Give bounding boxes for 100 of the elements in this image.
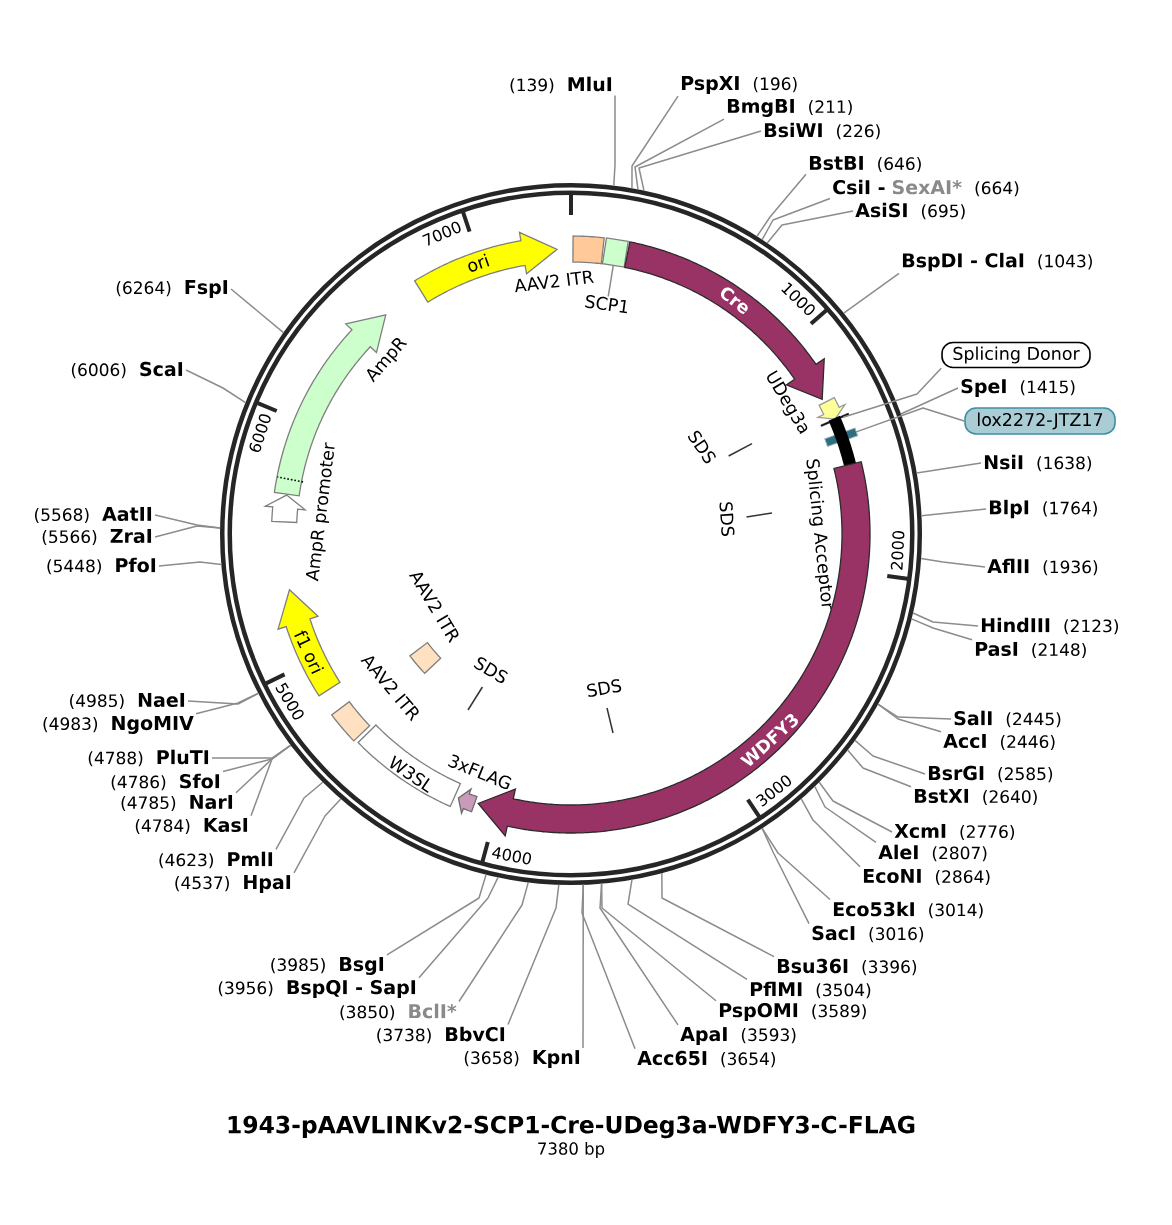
enzyme-label: (5568) AatII (35, 506, 152, 524)
leader-line (843, 272, 900, 314)
enzyme-label: BsiWI (226) (764, 122, 880, 140)
enzyme-label: (6006) ScaI (71, 361, 183, 379)
leader-line (613, 94, 616, 187)
enzyme-label: (5448) PfoI (47, 557, 156, 575)
enzyme-label: (3956) BspQI - SapI (218, 980, 416, 999)
leader-line (607, 264, 614, 298)
enzyme-label: NsiI (1638) (984, 454, 1092, 472)
leader-line (761, 827, 831, 901)
leader-line (761, 197, 831, 241)
leader-line (458, 881, 529, 1003)
label-box: Splicing Donor (941, 341, 1091, 369)
enzyme-label: (3985) BsgI (271, 957, 384, 975)
enzyme-label: (4786) SfoI (111, 773, 220, 791)
site-label: SDS (719, 502, 735, 537)
label-box: lox2272-JTZ17 (964, 407, 1116, 435)
leader-line (761, 827, 810, 925)
caption: 7380 bp (538, 1142, 605, 1158)
leader-line (846, 749, 912, 788)
leader-line (634, 118, 725, 191)
enzyme-label: PasI (2148) (975, 641, 1086, 659)
enzyme-label: CsiI - SexAI* (664) (833, 179, 1019, 197)
enzyme-label: (4784) KasI (135, 817, 248, 835)
enzyme-label: BlpI (1764) (989, 499, 1097, 519)
leader-line (158, 561, 223, 567)
leader-line (627, 878, 748, 981)
position-label: 2000 (890, 531, 905, 570)
enzyme-label: EcoNI (2864) (863, 868, 990, 886)
leader-line (154, 514, 221, 529)
enzyme-label: (139) MluI (510, 76, 612, 94)
leader-line (855, 407, 965, 433)
enzyme-label: (3850) BclI* (340, 1003, 457, 1021)
title: 1943-pAAVLINKv2-SCP1-Cre-UDeg3a-WDFY3-C-FLAG (228, 1115, 915, 1139)
leader-line (842, 367, 942, 418)
leader-line (185, 369, 247, 404)
enzyme-label: AleI (2807) (878, 844, 987, 862)
leader-line (293, 798, 342, 874)
leader-line (854, 739, 926, 775)
leader-line (211, 744, 292, 759)
feature-label: SCP1 (585, 295, 627, 314)
leader-line (800, 798, 861, 868)
enzyme-label: AsiSI (695) (855, 202, 965, 220)
leader-line (900, 387, 959, 415)
enzyme-label: (3658) KpnI (464, 1050, 580, 1068)
enzyme-label: Eco53kI (3014) (833, 901, 983, 919)
enzyme-label: AccI (2446) (943, 733, 1055, 751)
leader-line (877, 703, 942, 733)
enzyme-label: (4623) PmlI (159, 851, 273, 869)
enzyme-label: (4788) PluTI (88, 749, 209, 767)
enzyme-label: BspDI - ClaI (1043) (902, 252, 1092, 272)
enzyme-label: (4785) NarI (121, 794, 233, 812)
leader-line (910, 618, 973, 641)
enzyme-label: (4537) HpaI (175, 875, 291, 893)
leader-line (920, 508, 987, 517)
leader-line (418, 876, 499, 979)
leader-line (275, 781, 324, 851)
enzyme-label: (4985) NaeI (70, 692, 185, 710)
enzyme-label: PflMI (3504) (750, 981, 871, 999)
enzyme-label: XcmI (2776) (894, 823, 1015, 841)
enzyme-label: Acc65I (3654) (637, 1050, 775, 1068)
enzyme-label: AflII (1936) (987, 558, 1098, 576)
leader-line (638, 130, 762, 192)
enzyme-label: ApaI (3593) (680, 1027, 796, 1045)
leader-line (915, 462, 982, 474)
leader-line (582, 884, 584, 1049)
leader-line (599, 882, 679, 1026)
enzyme-label: SpeI (1415) (961, 379, 1075, 398)
enzyme-label: (4983) NgoMIV (43, 716, 194, 734)
position-label: 6000 (249, 414, 271, 452)
leader-line (766, 210, 854, 244)
enzyme-label: BsrGI (2585) (928, 765, 1053, 783)
enzyme-label: Bsu36I (3396) (777, 958, 917, 976)
leader-line (756, 173, 807, 238)
enzyme-label: BstXI (2640) (914, 788, 1037, 806)
enzyme-label: (3738) BbvCI (377, 1026, 505, 1044)
leader-line (912, 612, 979, 627)
leader-line (661, 872, 775, 958)
leader-line (386, 873, 487, 956)
leader-line (814, 785, 877, 844)
leader-line (187, 692, 259, 705)
leader-line (631, 95, 679, 190)
enzyme-label: SacI (3016) (812, 925, 924, 943)
position-label: 4000 (492, 847, 532, 865)
feature-label: AmpR promoter (306, 442, 335, 582)
enzyme-label: PspXI (196) (681, 76, 797, 94)
feature-label: Splicing Acceptor (804, 459, 833, 610)
leader-line (154, 525, 221, 538)
enzyme-label: (5566) ZraI (42, 528, 152, 546)
enzyme-label: HindIII (2123) (981, 617, 1118, 635)
enzyme-label: SalI (2445) (954, 710, 1061, 728)
leader-line (920, 557, 986, 568)
feature-box (601, 237, 629, 268)
enzyme-label: BmgBI (211) (727, 99, 852, 117)
leader-line (818, 781, 893, 833)
leader-line (230, 288, 285, 334)
leader-line (507, 884, 560, 1026)
enzyme-label: BstBI (646) (809, 155, 921, 173)
enzyme-label: (6264) FspI (116, 280, 228, 298)
site-label: SDS (587, 679, 622, 697)
